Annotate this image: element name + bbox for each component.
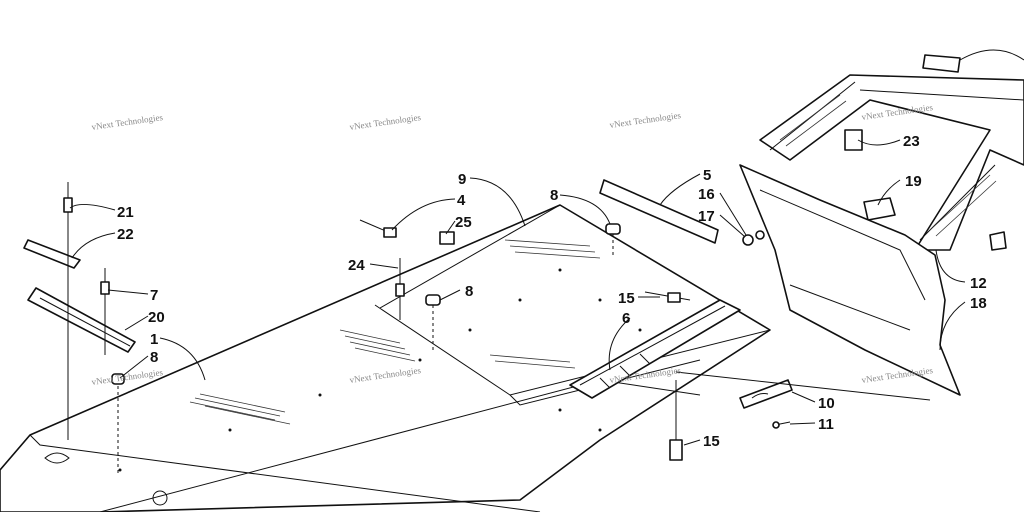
- callout-20: 20: [148, 309, 165, 326]
- screw-part-11: [772, 421, 791, 429]
- callout-6: 6: [622, 310, 630, 327]
- callout-9: 9: [458, 171, 466, 188]
- bolt-part-24: [395, 258, 405, 320]
- callout-25: 25: [455, 214, 472, 231]
- callout-15: 15: [618, 290, 635, 307]
- watermark-text: vNext Technologies: [91, 112, 164, 132]
- bracket-part-20: [27, 287, 136, 353]
- plug-part-8-right: [605, 223, 621, 255]
- clip-part-right: [989, 231, 1007, 251]
- tunnel-part: [0, 204, 771, 512]
- bracket-part-22: [23, 239, 81, 269]
- callout-19: 19: [905, 173, 922, 190]
- callout-4: 4: [457, 192, 466, 209]
- watermark-text: vNext Technologies: [609, 110, 682, 130]
- callout-labels: 21 22 7 20 1 8 9 4 25 24 8 8 5 16 17 15 …: [117, 133, 987, 450]
- callout-8: 8: [550, 187, 558, 204]
- callout-8: 8: [150, 349, 158, 366]
- callout-11: 11: [818, 416, 834, 433]
- leader-lines: [69, 49, 1024, 446]
- bolt-part-15-top: [644, 291, 691, 303]
- rivet-part-4: [359, 219, 397, 238]
- callout-17: 17: [698, 208, 715, 225]
- callout-24: 24: [348, 257, 365, 274]
- watermark-text: vNext Technologies: [861, 365, 934, 385]
- bolt-part-15-bottom: [669, 380, 683, 461]
- callout-12: 12: [970, 275, 987, 292]
- callout-15: 15: [703, 433, 720, 450]
- reflector-part-10: [739, 379, 793, 409]
- bolt-part-7: [100, 268, 110, 355]
- callout-1: 1: [150, 331, 158, 348]
- callout-10: 10: [818, 395, 835, 412]
- callout-7: 7: [150, 287, 158, 304]
- hatch-pattern: [779, 94, 997, 237]
- flap-part-18: [739, 164, 961, 396]
- strip-part-5: [599, 179, 719, 244]
- handle-part-6: [569, 299, 741, 399]
- watermark-text: vNext Technologies: [349, 112, 422, 132]
- callout-21: 21: [117, 204, 134, 221]
- label-part-25: [439, 231, 455, 245]
- clip-part-23: [844, 129, 863, 151]
- plug-part-8-left: [111, 373, 125, 475]
- bolt-part-21: [63, 182, 73, 440]
- callout-5: 5: [703, 167, 711, 184]
- bumper-part-12: [759, 54, 1024, 251]
- callout-8: 8: [465, 283, 473, 300]
- callout-18: 18: [970, 295, 987, 312]
- callout-23: 23: [903, 133, 920, 150]
- nut-part-16-17: [742, 230, 765, 246]
- callout-22: 22: [117, 226, 134, 243]
- hatch-pattern: [189, 239, 601, 425]
- callout-16: 16: [698, 186, 715, 203]
